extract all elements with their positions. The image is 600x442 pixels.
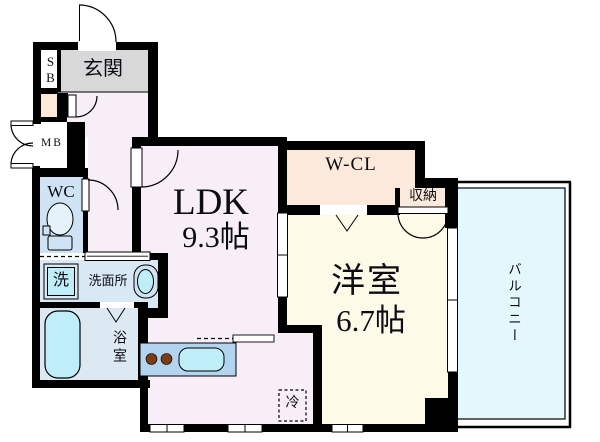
refrigerator-space-box: [278, 389, 307, 422]
doors-and-windows: [10, 4, 458, 433]
balcony-label: バルコニー: [506, 262, 521, 345]
entrance-opening: [78, 41, 116, 51]
meter-box-opening: [32, 124, 41, 166]
toilet-icon: [42, 202, 74, 251]
genkan-label: 玄関: [83, 58, 123, 80]
storage-label: 収納: [409, 189, 437, 204]
stove-burner-icon: [160, 353, 173, 365]
vanity-sink-icon: [133, 264, 159, 299]
counter-opening: [232, 334, 275, 343]
balcony-floor: [455, 187, 566, 420]
meter-box-door-arc: [10, 124, 34, 147]
washing-machine-label: 洗: [52, 272, 69, 289]
toilet-door: [81, 178, 90, 212]
stove-burner-icon: [145, 353, 158, 365]
balcony-railing: [449, 180, 572, 429]
ldk-door: [130, 147, 143, 188]
bathroom-label: 浴室: [111, 330, 126, 366]
kitchen-counter-icon: [139, 342, 237, 377]
western-room-size-label: 6.7帖: [336, 303, 406, 338]
meter-box-label: MB: [41, 137, 63, 149]
toilet-label: WC: [47, 182, 75, 201]
fixtures: [42, 202, 307, 422]
ldk-label: LDK: [172, 182, 250, 223]
entrance-door-arc: [78, 4, 117, 43]
washroom-label: 洗面所: [88, 273, 128, 288]
kitchen-sink-icon: [178, 347, 225, 372]
shoe-box-label: SB: [43, 54, 58, 86]
washing-machine-icon: [43, 263, 79, 300]
closet-folding-door: [335, 214, 359, 232]
closet-door: [67, 94, 77, 118]
storage-doors: [397, 206, 449, 214]
walk-in-closet-label: W-CL: [325, 154, 377, 175]
refrigerator-space-label: 冷: [285, 396, 300, 411]
western-room-label: 洋室: [331, 263, 403, 300]
bathroom-folding-door: [106, 307, 126, 323]
bathtub-icon: [44, 310, 81, 379]
ldk-size-label: 9.3帖: [182, 221, 250, 254]
